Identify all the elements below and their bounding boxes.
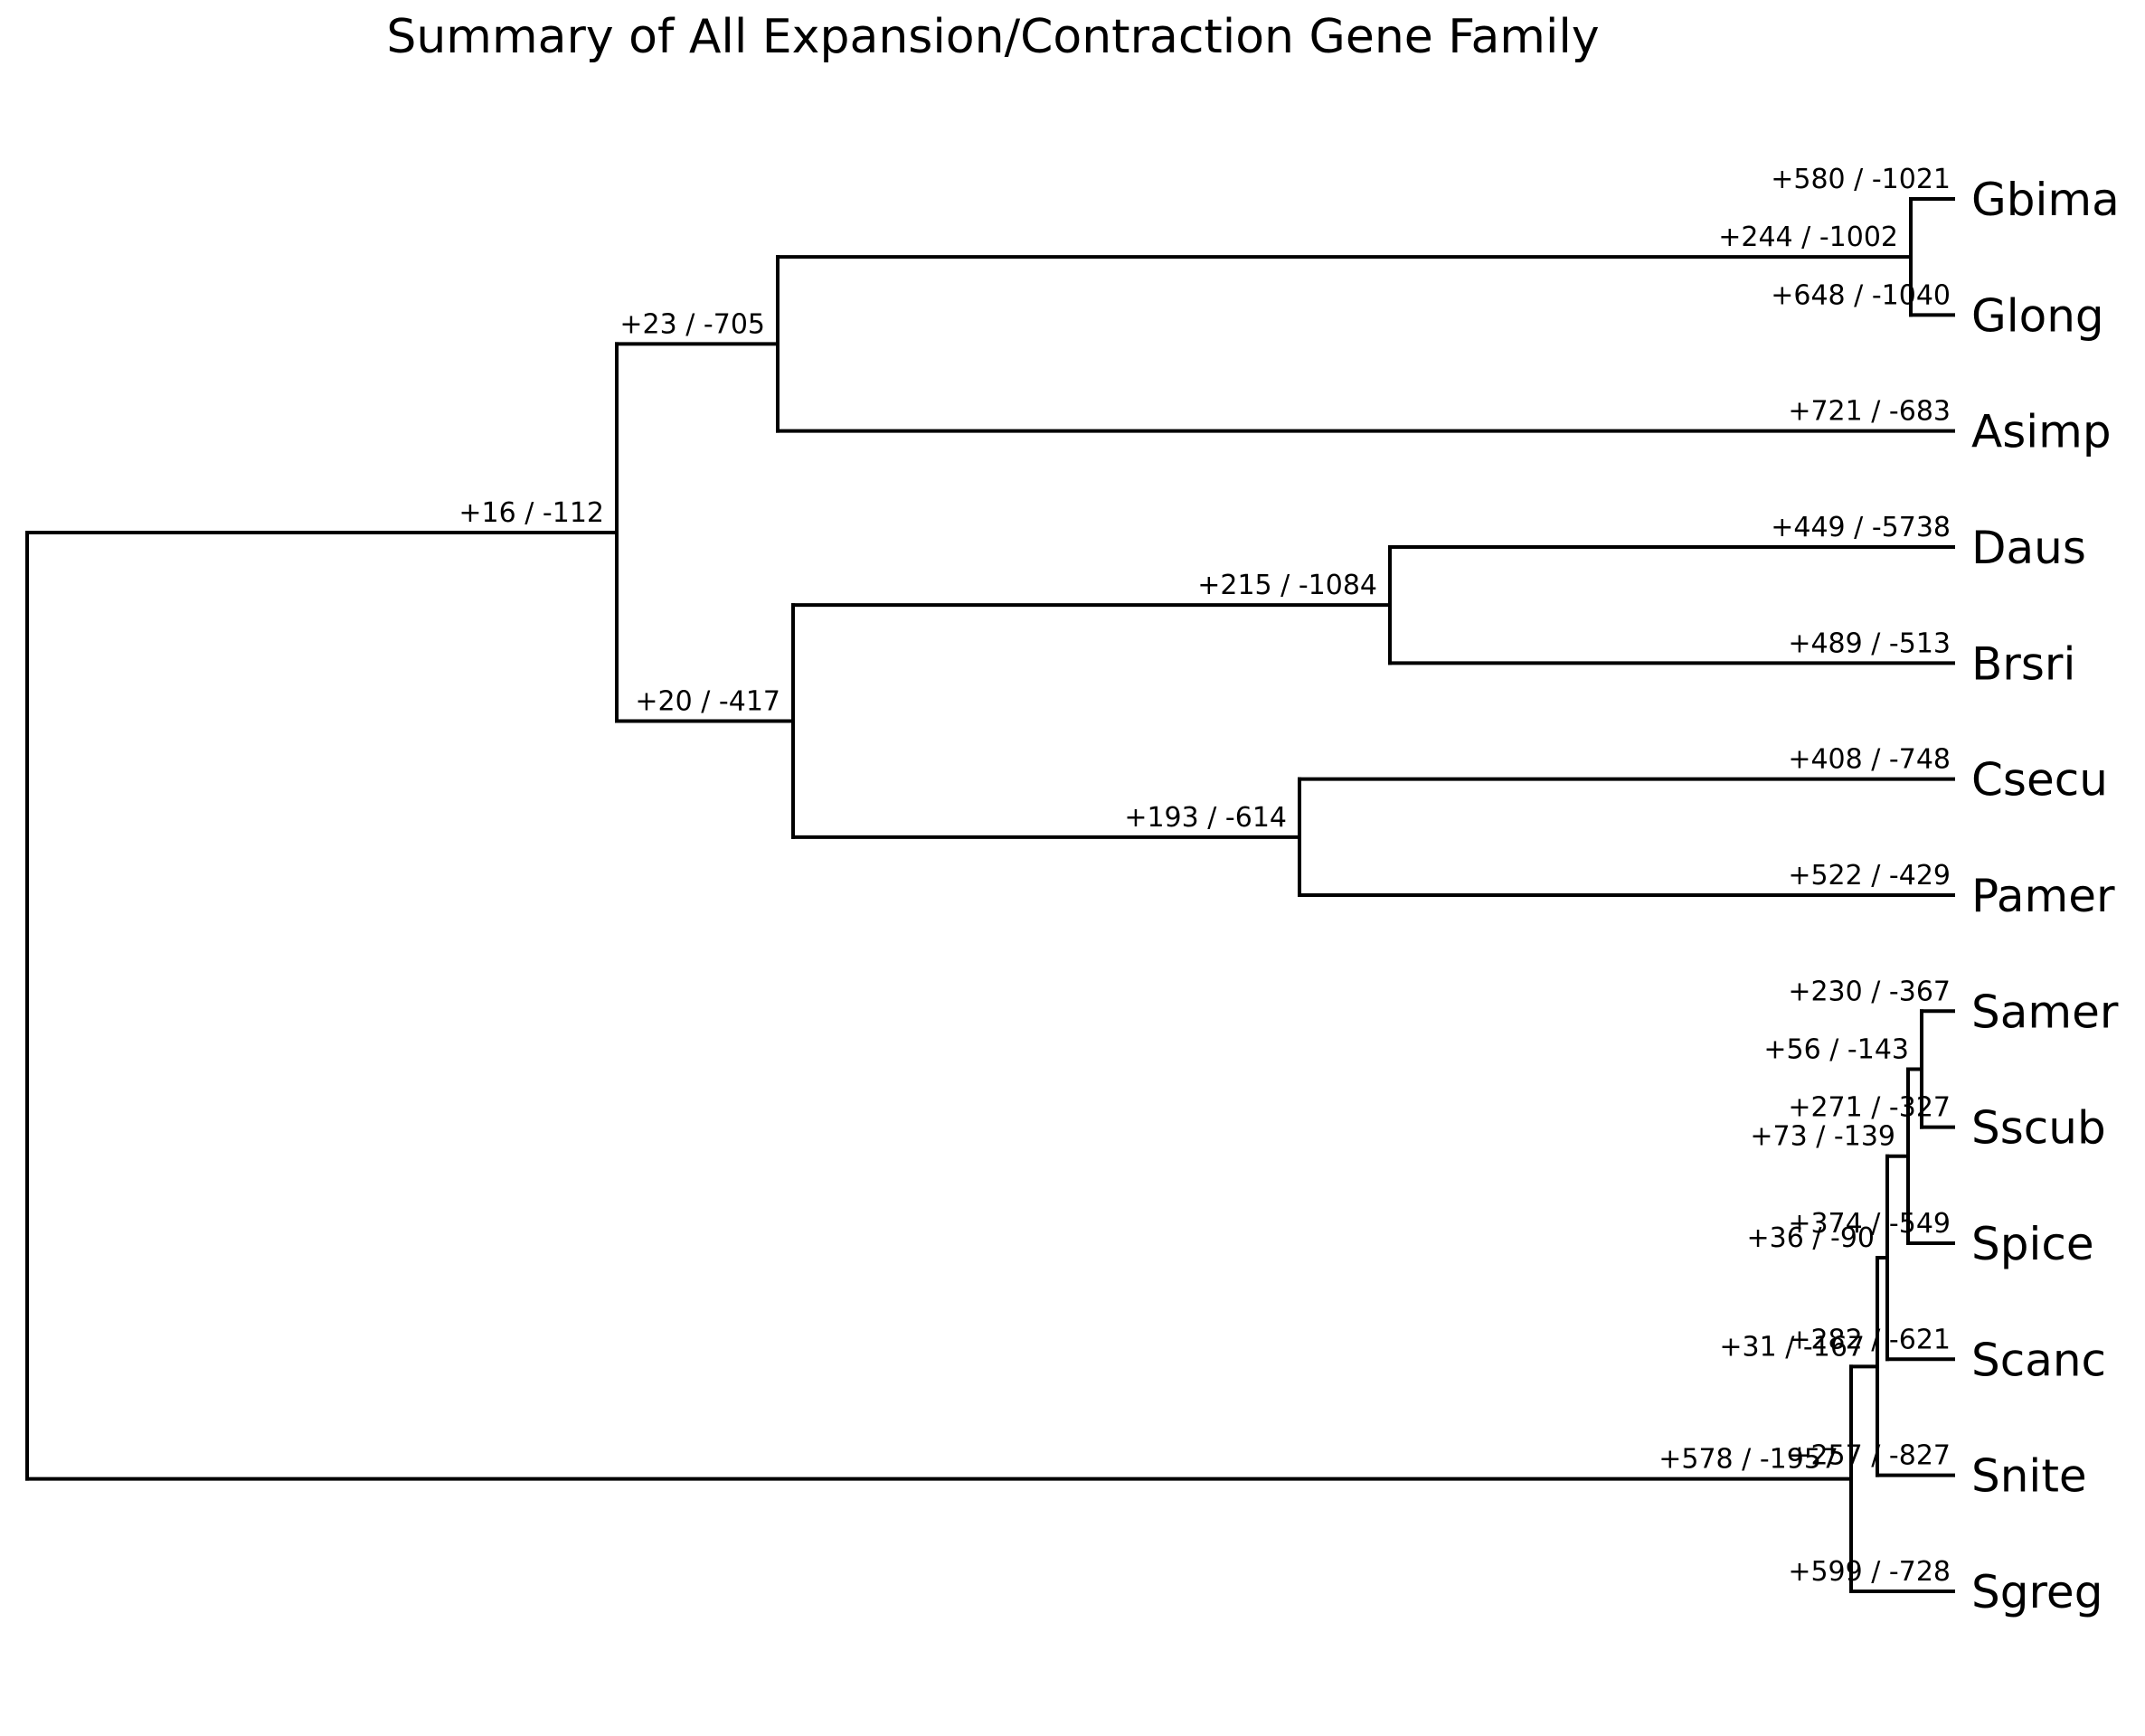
- branch-label-tip-glong: +648 / -1040: [1771, 279, 1951, 311]
- branch-label-tip-asimp: +721 / -683: [1788, 396, 1951, 428]
- branch-label-tip-pamer: +522 / -429: [1788, 860, 1951, 892]
- figure-title: Summary of All Expansion/Contraction Gen…: [386, 10, 1599, 64]
- tip-name-tip-pamer: Pamer: [1971, 870, 2115, 922]
- tip-name-tip-glong: Glong: [1971, 289, 2104, 342]
- branch-label-clade-samer-snite: +31 / -167: [1719, 1331, 1865, 1363]
- branch-label-clade-gbima-glong: +244 / -1002: [1718, 222, 1898, 253]
- tip-name-tip-daus: Daus: [1971, 522, 2086, 574]
- tip-name-tip-spice: Spice: [1971, 1218, 2094, 1270]
- tip-name-tip-asimp: Asimp: [1971, 406, 2112, 458]
- branch-label-tip-gbima: +580 / -1021: [1771, 164, 1951, 195]
- branch-label-tip-daus: +449 / -5738: [1771, 512, 1951, 543]
- branch-label-clade-gbima-glong-asimp: +23 / -705: [619, 308, 765, 340]
- tip-name-tip-sscub: Sscub: [1971, 1102, 2106, 1155]
- branch-label-clade-s-group: +578 / -1957: [1658, 1444, 1838, 1476]
- branch-label-clade-daus-brsri: +215 / -1084: [1197, 570, 1377, 601]
- tip-name-tip-csecu: Csecu: [1971, 754, 2108, 807]
- branch-label-tip-csecu: +408 / -748: [1788, 744, 1951, 776]
- branch-label-tip-samer: +230 / -367: [1788, 976, 1951, 1007]
- tip-name-tip-sgreg: Sgreg: [1971, 1566, 2102, 1618]
- branch-label-clade-daus-pamer: +20 / -417: [635, 685, 780, 717]
- branch-label-clade-csecu-pamer: +193 / -614: [1124, 802, 1287, 834]
- tip-name-tip-brsri: Brsri: [1971, 637, 2075, 690]
- tree-group: +16 / -112 +23 / -705 +244 / -1002 +580 / -…: [25, 164, 2120, 1618]
- branch-label-clade-samer-sscub: +56 / -143: [1763, 1033, 1909, 1065]
- tip-name-tip-gbima: Gbima: [1971, 174, 2120, 226]
- branch-label-clade-upper: +16 / -112: [458, 497, 604, 529]
- tip-name-tip-scanc: Scanc: [1971, 1334, 2106, 1386]
- branch-label-tip-sscub: +271 / -327: [1788, 1092, 1951, 1124]
- branch-label-clade-samer-scanc: +36 / -90: [1747, 1222, 1876, 1254]
- branch-label-tip-brsri: +489 / -513: [1788, 627, 1951, 659]
- branch-label-tip-sgreg: +599 / -728: [1788, 1556, 1951, 1588]
- tip-name-tip-samer: Samer: [1971, 986, 2119, 1038]
- tip-name-tip-snite: Snite: [1971, 1450, 2087, 1503]
- branch-label-tip-spice: +374 / -549: [1788, 1208, 1951, 1240]
- branch-label-tip-scanc: +282 / -621: [1788, 1324, 1951, 1355]
- branch-label-tip-snite: +257 / -827: [1788, 1440, 1951, 1472]
- branch-label-clade-samer-spice: +73 / -139: [1750, 1121, 1895, 1153]
